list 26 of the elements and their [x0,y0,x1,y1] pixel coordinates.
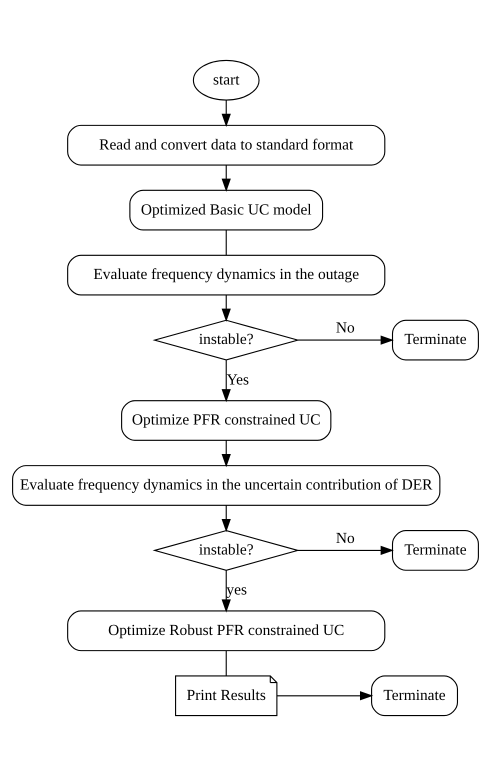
edge-label: No [336,320,355,337]
arrow [222,570,231,613]
arrow [298,546,394,556]
arrow [222,165,231,192]
node-ellipse: start [192,60,260,101]
arrow [222,440,231,468]
node-box: Evaluate frequency dynamics in the uncertain contribution of DER [12,465,440,506]
connector [226,230,227,256]
node-box: Terminate [392,320,479,360]
node-box: Terminate [371,675,458,716]
arrow [222,100,231,127]
node-diamond: instable? [152,530,300,571]
arrow [222,505,231,532]
node-box: Terminate [392,530,479,571]
node-box: Evaluate frequency dynamics in the outage [67,254,386,296]
arrow [298,335,394,345]
node-box: Optimize PFR constrained UC [121,400,332,441]
node-box: Optimized Basic UC model [129,190,324,231]
arrow [222,360,231,402]
node-diamond: instable? [152,320,300,360]
node-box: Optimize Robust PFR constrained UC [67,610,386,652]
node-box: Read and convert data to standard format [67,124,386,166]
arrow [222,295,231,322]
arrow [276,691,374,700]
edge-label: No [336,530,355,547]
connector [226,650,227,676]
